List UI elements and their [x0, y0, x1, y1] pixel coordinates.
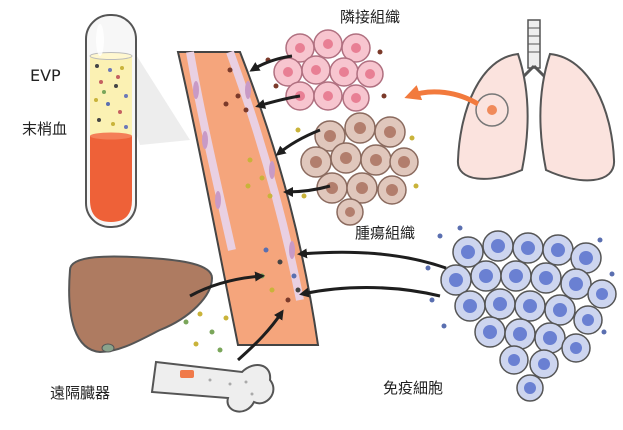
lung-to-tumor-arrow — [410, 92, 478, 104]
bone-icon — [152, 362, 273, 412]
immune-cells-cluster — [426, 226, 617, 402]
test-tube-icon — [86, 15, 190, 227]
evp-label: EVP — [30, 66, 61, 85]
tumor-tissue-cells — [296, 113, 419, 225]
distant-organs-label: 遠隔臓器 — [50, 382, 110, 403]
lungs-icon — [458, 20, 614, 180]
tumor-tissue-label: 腫瘍組織 — [355, 222, 415, 243]
immune-cells-label: 免疫細胞 — [383, 377, 443, 398]
liver-icon — [69, 256, 228, 352]
peripheral-blood-label: 末梢血 — [22, 118, 67, 139]
adjacent-tissue-label: 隣接組織 — [340, 6, 400, 27]
